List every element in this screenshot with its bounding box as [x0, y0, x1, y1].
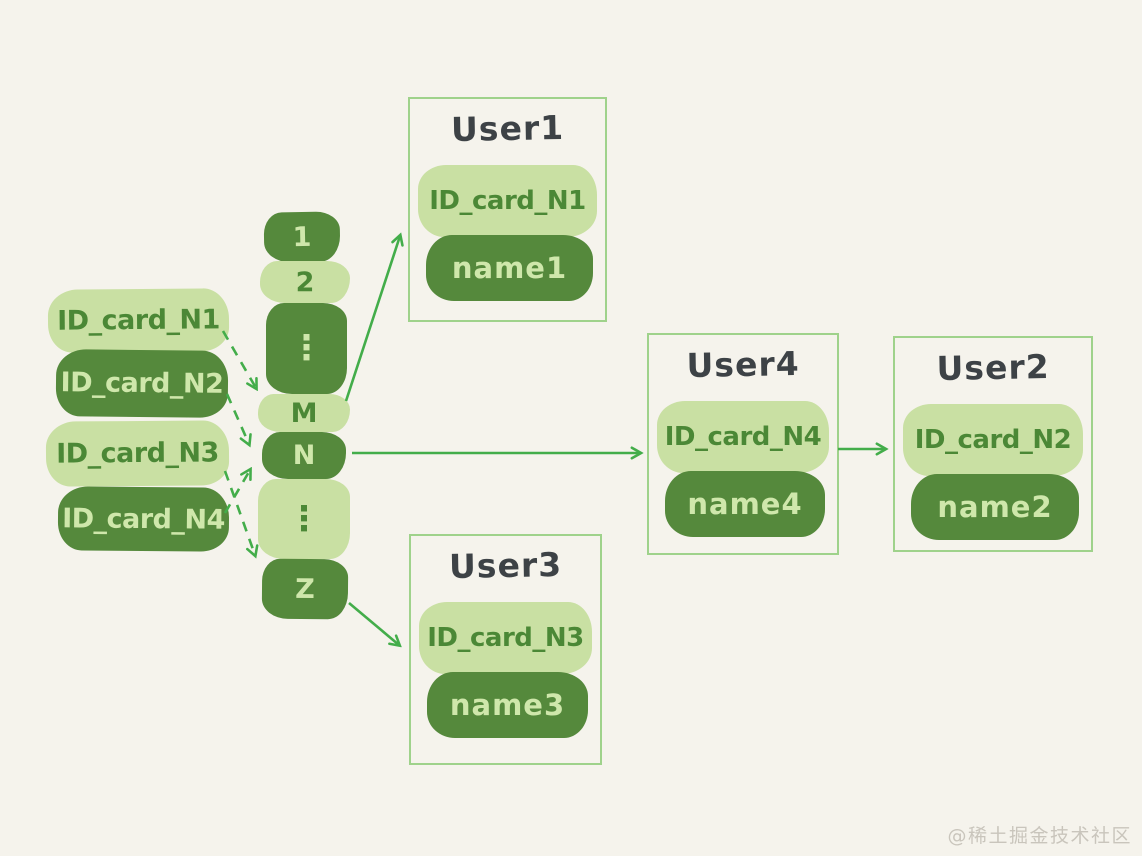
arrow-idcard-n2-to-bucket-n [225, 393, 249, 444]
user1-title: User1 [450, 108, 565, 149]
bucket-cell-n: N [262, 432, 346, 479]
arrow-idcard-n3-to-bucket-z [223, 470, 255, 555]
user4-title: User4 [686, 344, 800, 385]
bucket-cell-2: 2 [260, 261, 350, 303]
user2-title: User2 [936, 347, 1050, 388]
arrow-idcard-n4-to-bucket-n [223, 470, 250, 514]
id-card-pill-n3: ID_card_N3 [45, 420, 230, 487]
bucket-cell-ellipsis-lower: ⋮ [258, 479, 350, 559]
arrow-bucket-m-to-user1 [344, 236, 400, 402]
user3-name-pill: name3 [427, 672, 588, 738]
user1-name-pill: name1 [426, 235, 593, 301]
watermark: @稀土掘金技术社区 [947, 825, 1132, 847]
id-card-pill-n2: ID_card_N2 [55, 349, 229, 418]
id-card-pill-n1: ID_card_N1 [47, 288, 230, 353]
user4-name-pill: name4 [665, 471, 825, 537]
user2-box: User2 ID_card_N2 name2 [893, 336, 1093, 552]
user1-box: User1 ID_card_N1 name1 [408, 97, 607, 322]
arrow-bucket-z-to-user3 [348, 602, 399, 645]
user4-id-card-pill: ID_card_N4 [657, 401, 829, 473]
bucket-cell-ellipsis-upper: ⋮ [266, 303, 347, 394]
bucket-cell-1: 1 [263, 211, 341, 263]
bucket-cell-m: M [258, 394, 350, 432]
user2-name-pill: name2 [911, 474, 1079, 540]
bucket-cell-z: Z [261, 558, 349, 620]
user3-title: User3 [448, 545, 563, 586]
user2-id-card-pill: ID_card_N2 [903, 404, 1083, 476]
user3-id-card-pill: ID_card_N3 [419, 602, 592, 674]
id-card-pill-n4: ID_card_N4 [57, 486, 230, 552]
user3-box: User3 ID_card_N3 name3 [409, 534, 602, 765]
user1-id-card-pill: ID_card_N1 [418, 165, 597, 237]
user4-box: User4 ID_card_N4 name4 [647, 333, 839, 555]
